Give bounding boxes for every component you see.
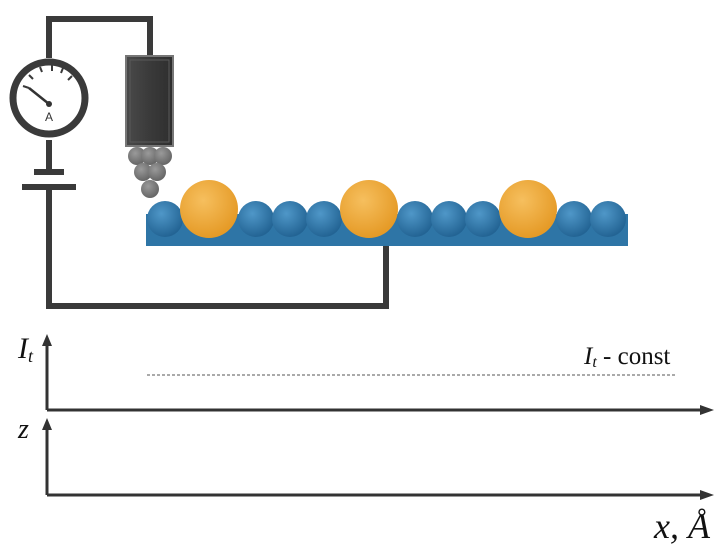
annotation-symbol: I [583,343,594,370]
tip-atoms [128,147,172,198]
wire-top [46,16,153,58]
stm-tip [125,55,174,198]
annotation-subscript: t [592,354,597,371]
height-graph: z x, Å [17,414,714,546]
height-axis-label: z [17,414,29,445]
adsorbate-atoms [180,180,557,238]
current-x-arrow [700,405,714,415]
ammeter-ticks [22,65,73,89]
ammeter-label: A [45,110,53,124]
height-y-arrow [42,418,52,430]
tip-body [125,55,174,147]
battery [22,169,76,190]
sample-surface [146,180,628,246]
ammeter: A [9,58,89,138]
circuit-wires [46,16,389,309]
wire-bottom [46,190,389,309]
current-y-arrow [42,334,52,346]
constant-current-annotation: It - const [583,343,670,371]
height-x-arrow [700,490,714,500]
current-graph: It It - const [17,332,714,415]
tip-body-highlight [129,59,170,143]
current-axis-label: It [17,332,34,366]
ammeter-needle [28,87,50,105]
current-axis-subscript: t [28,346,34,366]
ammeter-dial [9,58,89,138]
current-axis-symbol: I [17,332,30,365]
substrate-atoms [147,201,626,237]
ammeter-pivot [46,101,52,107]
x-axis-label: x, Å [653,506,711,546]
annotation-text: - const [597,343,671,370]
